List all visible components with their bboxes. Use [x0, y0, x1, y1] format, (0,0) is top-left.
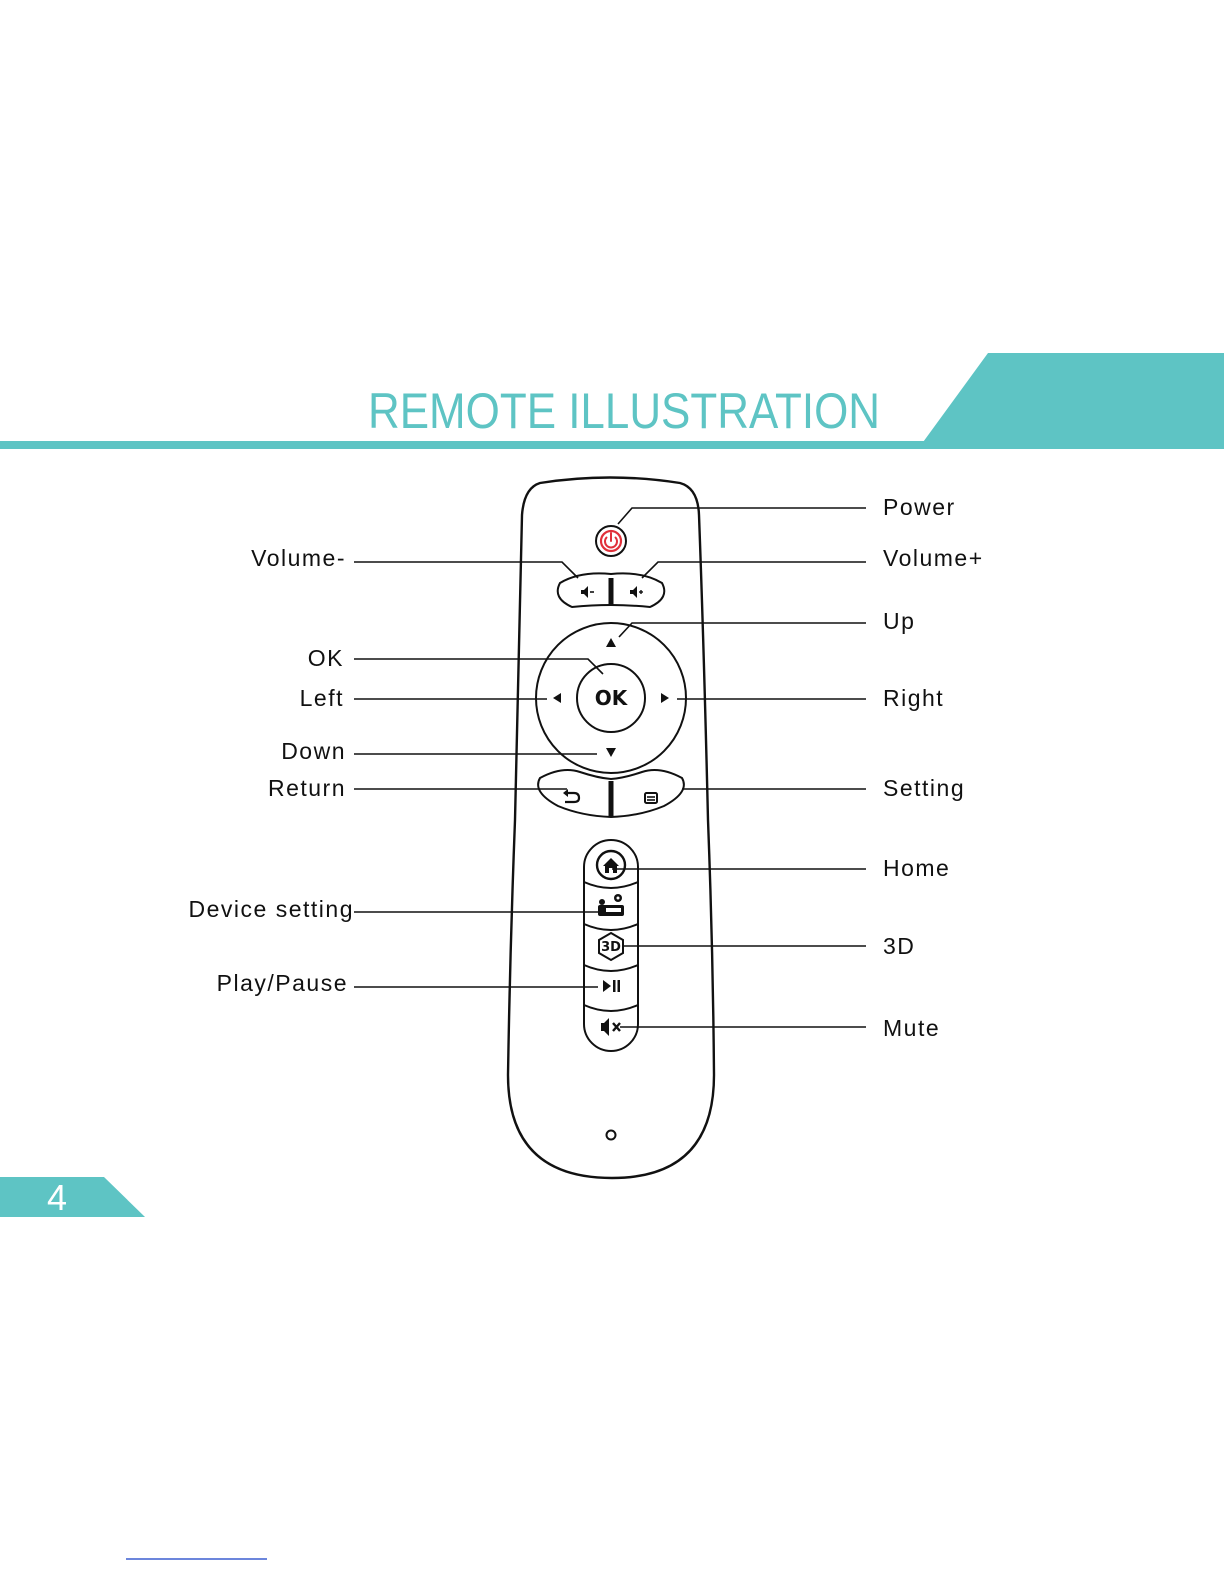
label-play-pause: Play/Pause: [217, 970, 348, 996]
page-title: REMOTE ILLUSTRATION: [368, 383, 880, 439]
home-button: [597, 851, 625, 879]
volume-rocker: [558, 573, 665, 607]
label-return: Return: [268, 775, 346, 801]
label-volume-plus: Volume+: [883, 545, 984, 571]
3d-icon: 3D: [599, 933, 623, 960]
label-down: Down: [281, 738, 346, 764]
label-3d: 3D: [883, 933, 915, 959]
label-power: Power: [883, 494, 956, 520]
remote-illustration: OK: [508, 478, 714, 1179]
power-button: [596, 526, 626, 556]
dpad: OK: [536, 623, 686, 773]
label-up: Up: [883, 608, 915, 634]
label-left: Left: [300, 685, 344, 711]
page-number: 4: [47, 1177, 67, 1218]
ok-key-text: OK: [595, 686, 629, 710]
page-number-tab: 4: [0, 1177, 145, 1218]
label-right: Right: [883, 685, 944, 711]
3d-key-text: 3D: [601, 940, 621, 955]
header-band: REMOTE ILLUSTRATION: [0, 353, 1224, 449]
label-mute: Mute: [883, 1015, 940, 1041]
label-home: Home: [883, 855, 950, 881]
label-volume-minus: Volume-: [251, 545, 346, 571]
label-ok: OK: [308, 645, 344, 671]
microphone-hole-icon: [607, 1131, 616, 1140]
left-labels: Volume- OK Left Down Return Device setti…: [189, 545, 354, 996]
header-accent-tab: [918, 353, 1224, 449]
label-setting: Setting: [883, 775, 965, 801]
label-device-setting: Device setting: [189, 896, 354, 922]
right-labels: Power Volume+ Up Right Setting Home 3D M…: [883, 494, 984, 1041]
